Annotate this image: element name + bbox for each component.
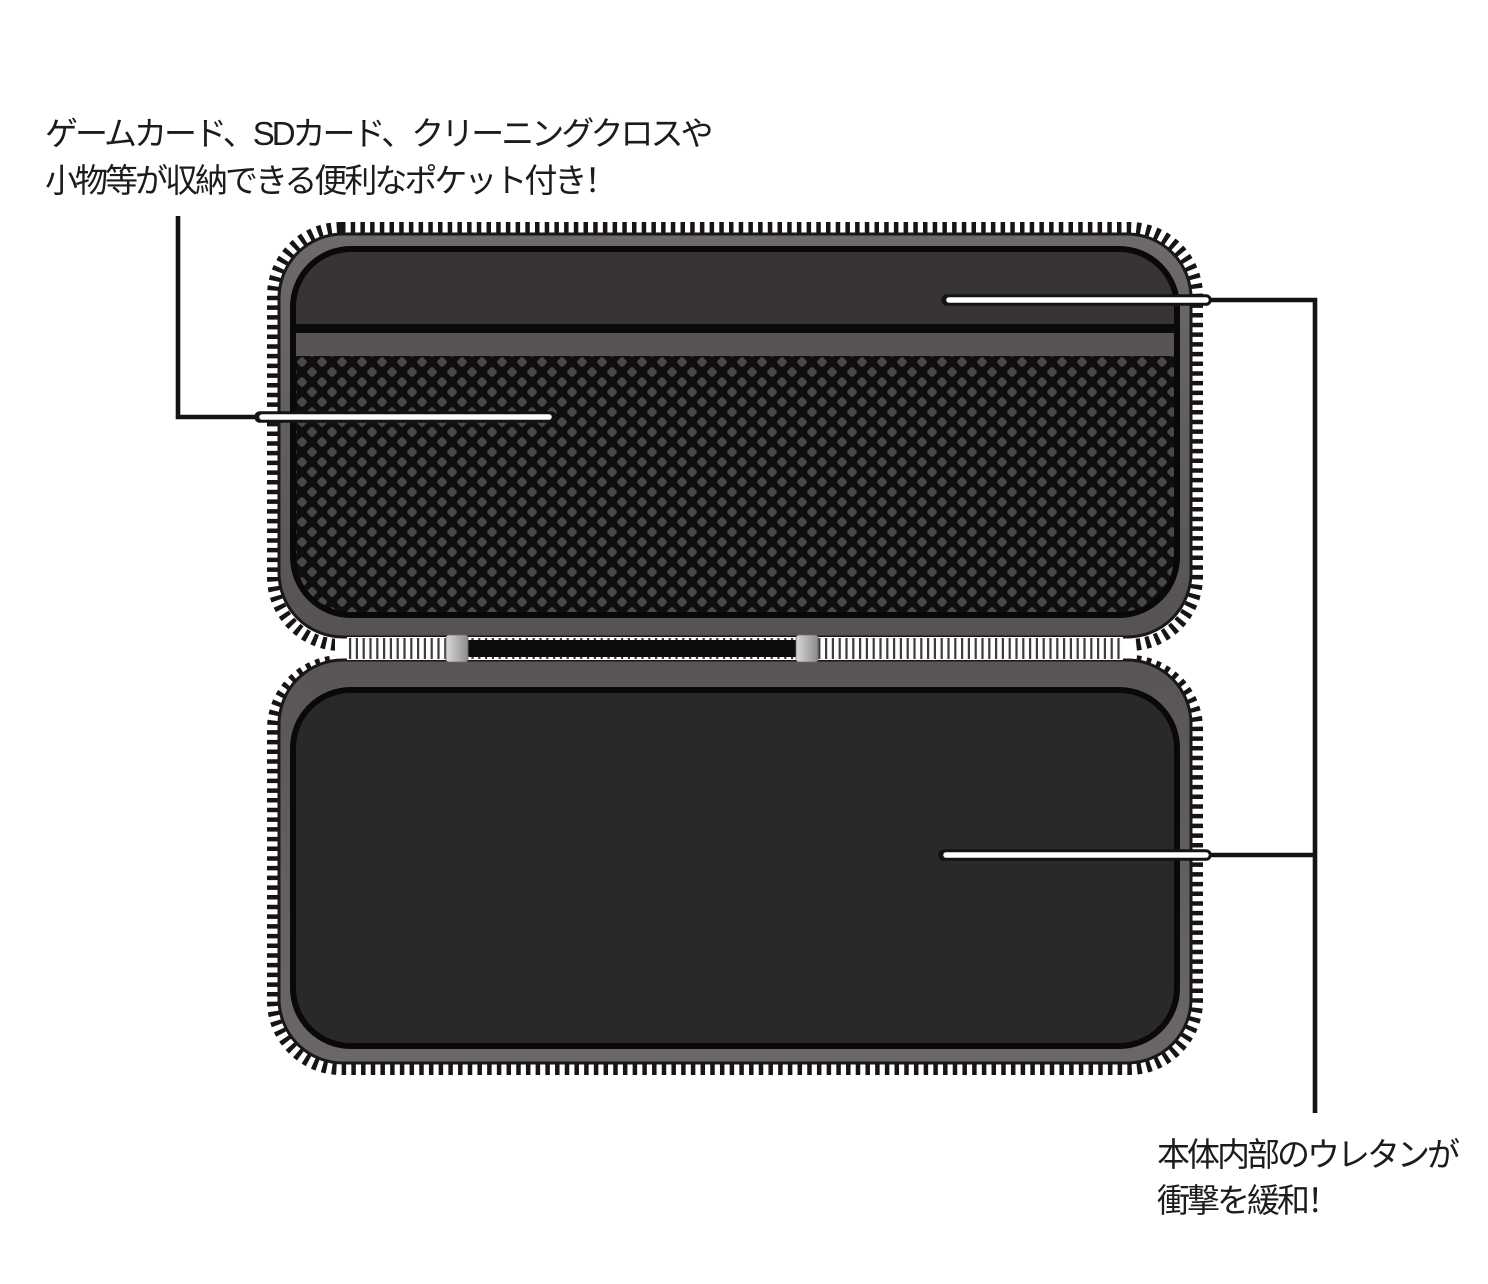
lid-panel-outline <box>290 246 1180 618</box>
note-pocket: ゲームカード、SDカード、クリーニングクロスや 小物等が収納できる便利なポケット… <box>45 110 714 204</box>
urethane-pad <box>290 687 1180 1049</box>
elastic-band <box>293 333 1177 356</box>
note-urethane: 本体内部のウレタンが 衝撃を緩和！ <box>1157 1132 1460 1224</box>
note-urethane-line1: 本体内部のウレタンが <box>1157 1136 1460 1173</box>
zipper-teeth-base <box>267 655 1203 1075</box>
note-pocket-line1: ゲームカード、SDカード、クリーニングクロスや <box>45 115 714 152</box>
zipper-stop-left <box>445 634 469 663</box>
hinge-gap-bar <box>466 640 800 657</box>
zipper-stop-right <box>795 634 819 663</box>
leader-line-urethane <box>938 294 1318 1113</box>
lid-inner-pad <box>293 249 1177 324</box>
note-pocket-line2: 小物等が収納できる便利なポケット付き！ <box>45 162 617 199</box>
lid-divider-line <box>293 324 1177 333</box>
note-urethane-line2: 衝撃を緩和！ <box>1157 1182 1340 1219</box>
leader-line-pocket <box>175 216 557 423</box>
mesh-pocket <box>293 356 1177 615</box>
